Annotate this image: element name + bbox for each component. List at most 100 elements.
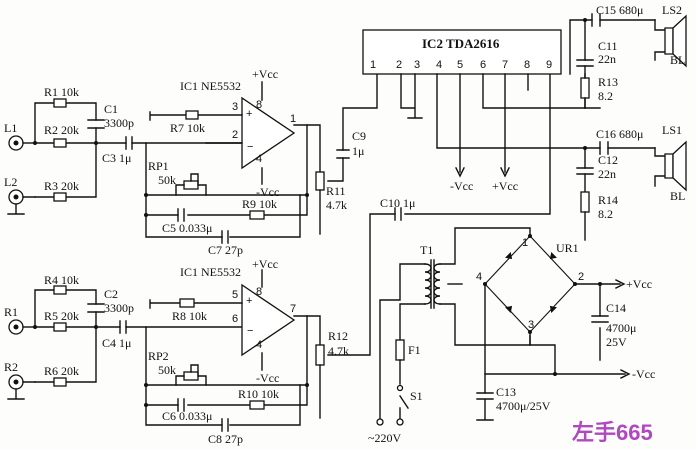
label-r13: R13 <box>598 75 618 89</box>
label-ur1-node1: 1 <box>522 237 528 249</box>
resistor-r2 <box>53 138 67 148</box>
label-c15: C15 680μ <box>596 3 643 17</box>
label-r5-20k: R5 20k <box>44 309 79 323</box>
ic2-pin-1: 1 <box>370 59 376 71</box>
ic1-top-vcc-neg: -Vcc <box>256 185 279 199</box>
label-c12-value: 22n <box>598 167 616 181</box>
speaker-ls1-icon <box>672 140 687 192</box>
capacitor-c9 <box>336 149 350 159</box>
label-c16: C16 680μ <box>596 127 643 141</box>
resistor-r13 <box>580 77 590 99</box>
svg-text:+: + <box>246 108 252 120</box>
label-c6: C6 0.033μ <box>162 409 212 423</box>
label-bl2: BL <box>670 53 685 67</box>
ic2-pin-5: 5 <box>457 59 463 71</box>
label-ls1: LS1 <box>662 123 682 137</box>
resistor-r6 <box>53 377 67 387</box>
svg-text:+: + <box>246 295 252 307</box>
ic2-pin-2: 2 <box>396 59 402 71</box>
label-r1-10k: R1 10k <box>44 85 79 99</box>
capacitor-c1 <box>87 119 105 129</box>
label-c8: C8 27p <box>208 432 243 446</box>
label-rp2: RP2 <box>148 349 169 363</box>
label-supply-vcc-pos: +Vcc <box>626 277 652 291</box>
label-t1: T1 <box>420 243 433 257</box>
label-r2-20k: R2 20k <box>44 123 79 137</box>
label-f1: F1 <box>408 343 421 357</box>
resistor-r1 <box>53 98 67 108</box>
label-r12-value: 4.7k <box>328 344 349 358</box>
ic2-pin-6: 6 <box>480 59 486 71</box>
label-c5: C5 0.033μ <box>162 221 212 235</box>
capacitor-c2 <box>87 303 105 313</box>
ic1-top-pin-vp: 8 <box>256 99 262 111</box>
label-ur1-node3: 3 <box>528 319 534 331</box>
label-l1: L1 <box>4 121 17 135</box>
capacitor-c14 <box>591 315 609 323</box>
resistor-r8 <box>179 298 195 308</box>
capacitor-c8 <box>221 418 229 432</box>
ic2-pin-3: 3 <box>414 59 420 71</box>
resistor-r10 <box>249 400 265 410</box>
capacitor-c7 <box>221 230 229 244</box>
output-stage-ls1 <box>576 140 687 241</box>
input-jack-l1 <box>8 135 36 151</box>
label-r7: R7 10k <box>170 121 205 135</box>
label-c9: C9 <box>352 129 366 143</box>
resistor-r4 <box>53 285 67 295</box>
label-supply-vcc-neg: -Vcc <box>632 367 655 381</box>
label-rp2-value: 50k <box>158 363 176 377</box>
label-r11: R11 <box>326 184 346 198</box>
ic1-top-vcc-pos: +Vcc <box>252 67 278 81</box>
label-c4: C4 1μ <box>102 336 131 350</box>
label-ur1: UR1 <box>556 241 579 255</box>
ic1-top-label: IC1 NE5532 <box>180 79 241 93</box>
op-amp-ic1-top: + − <box>144 81 309 244</box>
label-r12: R12 <box>328 329 348 343</box>
label-r11-value: 4.7k <box>326 198 347 212</box>
input-jack-r2 <box>7 374 36 400</box>
resistor-r7 <box>185 110 199 120</box>
label-rp1: RP1 <box>148 159 169 173</box>
capacitor-c11 <box>576 59 594 67</box>
label-c7: C7 27p <box>208 243 243 257</box>
label-c2-value: 3300p <box>104 301 134 315</box>
ic2-tda2616 <box>362 29 601 178</box>
label-r6-20k: R6 20k <box>44 364 79 378</box>
ic1-top-pin-out: 1 <box>290 113 296 125</box>
volume-bottom <box>306 73 551 419</box>
output-stage-ls2 <box>569 13 687 109</box>
label-ls2: LS2 <box>662 3 682 17</box>
label-l2: L2 <box>4 175 17 189</box>
ic1-top-pin-minus: 2 <box>232 129 238 141</box>
capacitor-c12 <box>576 167 594 175</box>
label-r2: R2 <box>4 360 18 374</box>
label-r9: R9 10k <box>242 197 277 211</box>
fuse-f1 <box>395 339 405 361</box>
label-c13: C13 <box>496 385 516 399</box>
label-bl1: BL <box>670 189 685 203</box>
resistor-r3 <box>53 192 67 202</box>
resistor-r14 <box>580 191 590 213</box>
label-r13-value: 8.2 <box>598 89 613 103</box>
label-c2: C2 <box>104 287 118 301</box>
capacitor-c4 <box>119 320 127 334</box>
ic2-pin-8: 8 <box>524 59 530 71</box>
potentiometer-rp2 <box>183 371 199 381</box>
label-c13-value: 4700μ/25V <box>496 399 551 413</box>
capacitor-c6 <box>177 398 185 412</box>
label-r4-10k: R4 10k <box>44 273 79 287</box>
label-r1: R1 <box>4 305 18 319</box>
potentiometer-r11 <box>315 171 325 191</box>
label-ur1-node2: 2 <box>578 271 584 283</box>
ic1-top-pin-vn: 4 <box>256 153 262 165</box>
label-s1: S1 <box>410 389 423 403</box>
label-ur1-node4: 4 <box>476 271 482 283</box>
potentiometer-rp1 <box>183 180 199 190</box>
label-c12: C12 <box>598 153 618 167</box>
ic1-bottom-pin-out: 7 <box>290 303 296 315</box>
ic1-bottom-vcc-pos: +Vcc <box>252 257 278 271</box>
ic1-bottom-pin-vp: 8 <box>256 286 262 298</box>
ic1-bottom-vcc-neg: -Vcc <box>256 371 279 385</box>
